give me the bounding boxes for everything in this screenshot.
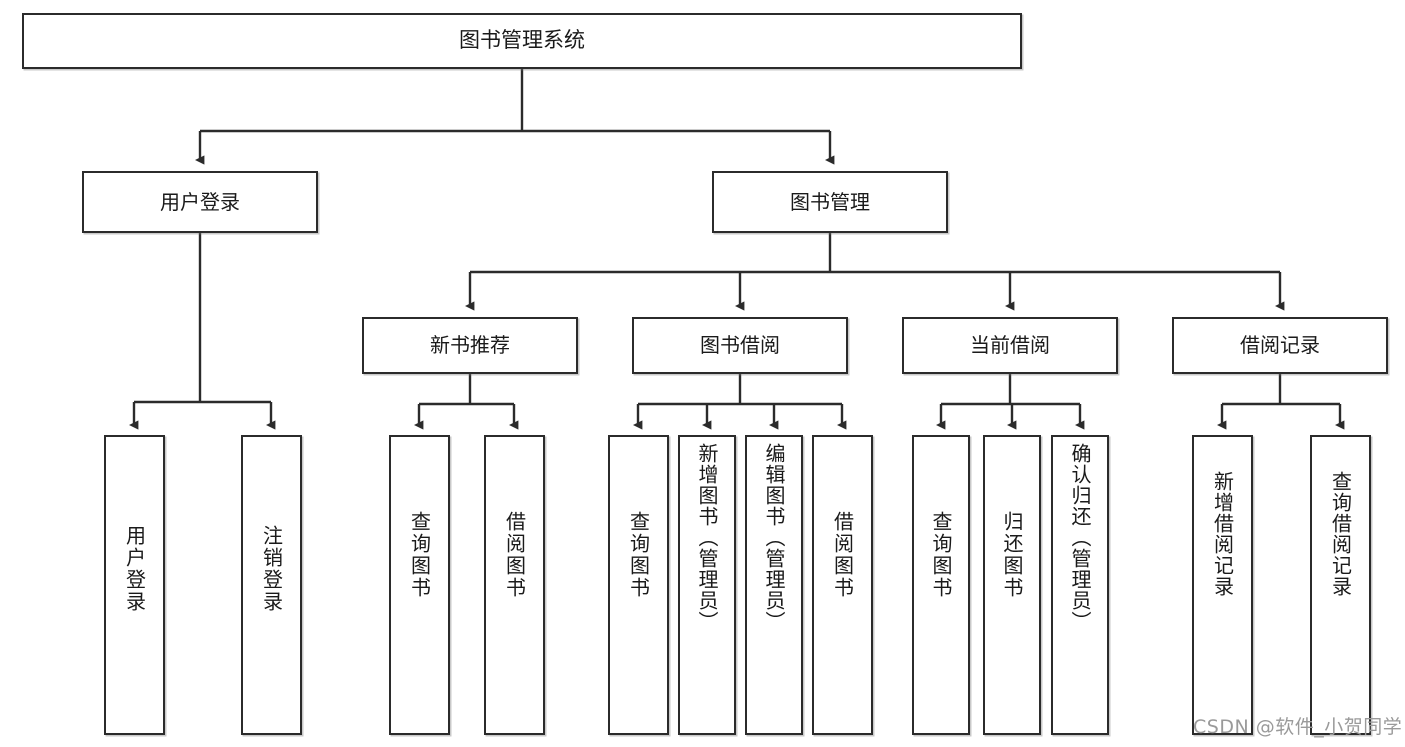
csdn-watermark: CSDN @软件_小贺同学 (1193, 716, 1403, 738)
node-book-borrow[interactable]: 图书借阅 (632, 317, 848, 374)
node-leaf-edit-book-label: 编辑图书（管理员） (762, 443, 786, 632)
node-leaf-user-login-label: 用户登录 (122, 525, 147, 613)
node-leaf-user-logout[interactable]: 注销登录 (241, 435, 302, 735)
node-leaf-query-record-label: 查询借阅记录 (1328, 471, 1353, 597)
node-current-borrow[interactable]: 当前借阅 (902, 317, 1118, 374)
node-leaf-edit-book[interactable]: 编辑图书（管理员） (745, 435, 803, 735)
node-leaf-borrow-book-2[interactable]: 借阅图书 (812, 435, 873, 735)
node-leaf-add-book-label: 新增图书（管理员） (695, 443, 719, 632)
node-leaf-borrow-book-1-label: 借阅图书 (502, 511, 527, 599)
node-leaf-confirm-return-label: 确认归还（管理员） (1068, 443, 1092, 632)
node-borrow-record[interactable]: 借阅记录 (1172, 317, 1388, 374)
node-leaf-return-book-label: 归还图书 (1000, 511, 1024, 599)
node-leaf-query-book-3[interactable]: 查询图书 (912, 435, 970, 735)
node-book-manage-label: 图书管理 (790, 189, 870, 214)
node-new-book-recommend[interactable]: 新书推荐 (362, 317, 578, 374)
node-leaf-user-login[interactable]: 用户登录 (104, 435, 165, 735)
node-leaf-query-book-1-label: 查询图书 (407, 511, 432, 599)
node-root[interactable]: 图书管理系统 (22, 13, 1022, 69)
node-leaf-query-record[interactable]: 查询借阅记录 (1310, 435, 1371, 735)
node-leaf-user-logout-label: 注销登录 (259, 525, 284, 613)
node-borrow-record-label: 借阅记录 (1240, 333, 1320, 358)
node-leaf-query-book-2-label: 查询图书 (626, 511, 651, 599)
node-leaf-query-book-3-label: 查询图书 (929, 511, 953, 599)
node-book-borrow-label: 图书借阅 (700, 333, 780, 358)
node-leaf-borrow-book-2-label: 借阅图书 (830, 511, 855, 599)
node-leaf-confirm-return[interactable]: 确认归还（管理员） (1051, 435, 1109, 735)
node-leaf-add-book[interactable]: 新增图书（管理员） (678, 435, 736, 735)
node-book-manage[interactable]: 图书管理 (712, 171, 948, 233)
node-leaf-query-book-2[interactable]: 查询图书 (608, 435, 669, 735)
node-current-borrow-label: 当前借阅 (970, 333, 1050, 358)
node-leaf-return-book[interactable]: 归还图书 (983, 435, 1041, 735)
node-user-login-label: 用户登录 (160, 189, 240, 214)
node-root-label: 图书管理系统 (459, 28, 585, 53)
node-leaf-query-book-1[interactable]: 查询图书 (389, 435, 450, 735)
node-leaf-add-record-label: 新增借阅记录 (1210, 471, 1235, 597)
node-leaf-borrow-book-1[interactable]: 借阅图书 (484, 435, 545, 735)
node-user-login[interactable]: 用户登录 (82, 171, 318, 233)
node-new-book-recommend-label: 新书推荐 (430, 333, 510, 358)
node-leaf-add-record[interactable]: 新增借阅记录 (1192, 435, 1253, 735)
